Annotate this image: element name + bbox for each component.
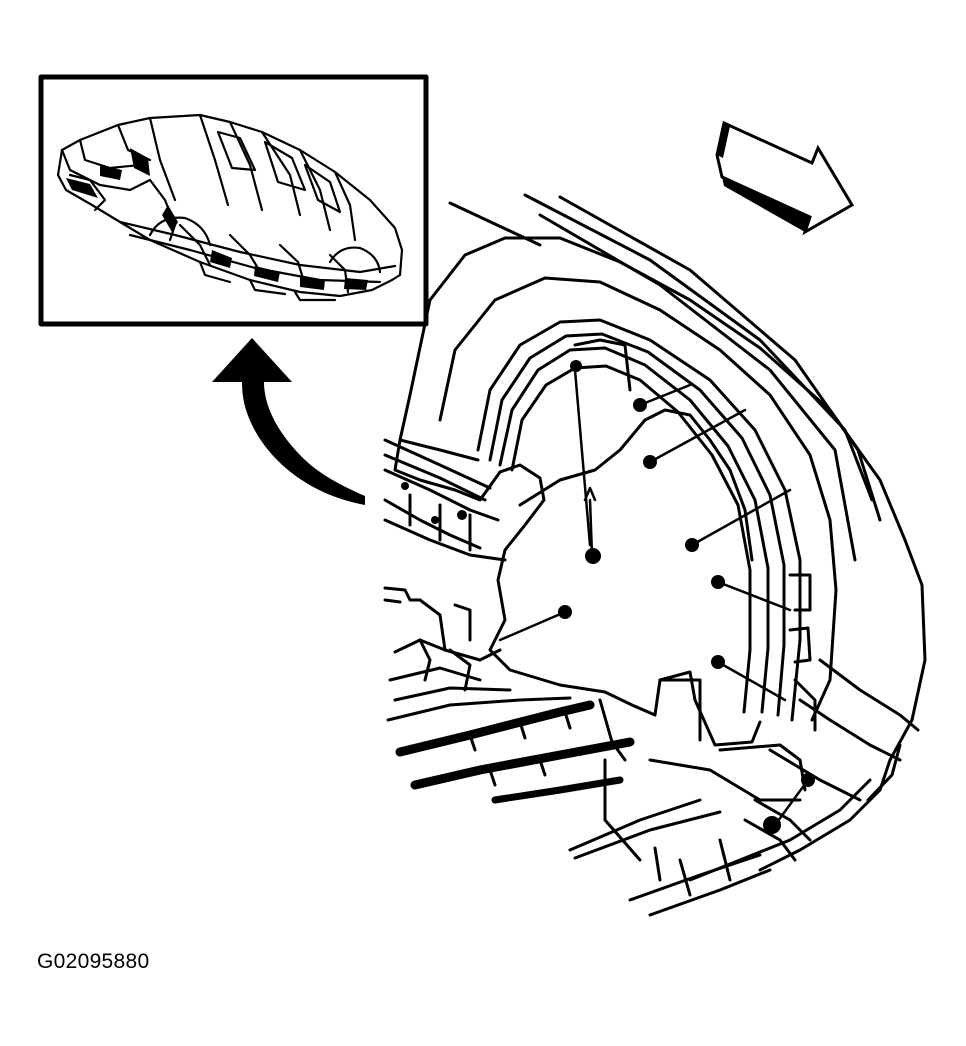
inset-shading	[66, 148, 368, 290]
fastener-lower-bracket	[763, 773, 815, 834]
figure-id-label: G02095880	[37, 950, 150, 973]
curved-arrow-up-icon	[212, 338, 365, 505]
fastener-flange	[401, 482, 467, 524]
fastener-upper-middle	[633, 383, 692, 412]
fastener-right-lower	[711, 575, 792, 612]
lower-floor-rails	[395, 698, 772, 917]
fastener-bottom-right	[711, 655, 787, 702]
inset-vehicle-view	[38, 74, 429, 327]
fastener-right-middle	[685, 488, 792, 552]
fastener-center	[583, 486, 601, 564]
fastener-left	[498, 605, 572, 642]
liner-fasteners	[401, 360, 815, 834]
liner-brackets	[573, 338, 817, 862]
body-structure-details	[383, 438, 572, 722]
direction-arrow-icon	[715, 120, 855, 236]
inset-frame	[38, 74, 429, 327]
fender-assembly	[393, 193, 927, 882]
vehicle-body-frame-illustration	[56, 113, 404, 302]
fastener-top	[570, 360, 592, 547]
fastener-upper-right	[643, 408, 747, 469]
